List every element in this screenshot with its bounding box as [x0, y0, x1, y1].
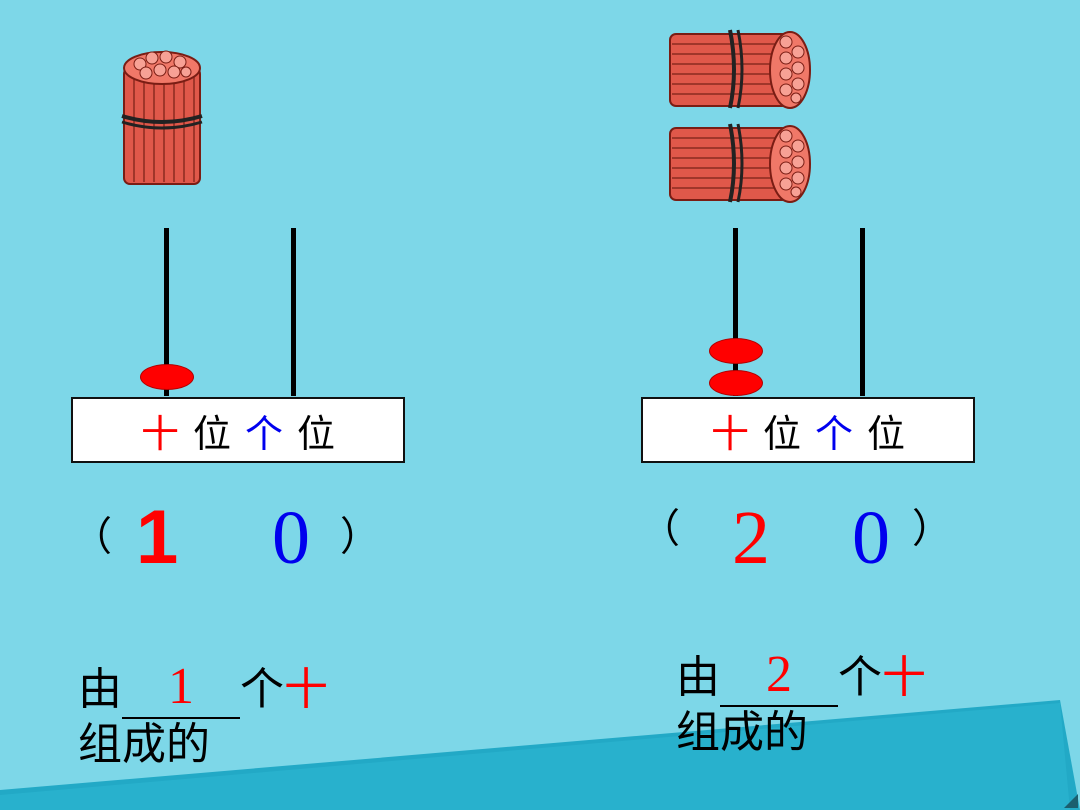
stick-bundle-icon: [121, 50, 203, 185]
sentence-ten: 十: [882, 652, 926, 703]
place-word: 位: [867, 411, 906, 456]
ones-word: 个: [245, 411, 284, 456]
tens-word: 十: [710, 411, 749, 456]
ones-rod: [860, 228, 865, 396]
place-word: 位: [297, 411, 336, 456]
open-paren: （: [640, 506, 680, 552]
place-word: 位: [762, 411, 801, 456]
sentence-unit: 个: [240, 664, 284, 715]
stick-bundle-icon: [669, 29, 811, 109]
sentence-prefix: 由: [78, 664, 122, 715]
place-value-label: 十 位 个 位: [641, 397, 975, 463]
tens-digit: 1: [136, 495, 179, 580]
stick-bundle-icon: [669, 123, 811, 203]
sentence-ten: 十: [284, 664, 328, 715]
close-paren: ）: [912, 506, 952, 552]
sentence-line2: 组成的: [676, 706, 808, 758]
tens-bead: [140, 364, 194, 390]
sentence-line2: 组成的: [78, 718, 210, 770]
answer-value: 1: [168, 658, 194, 716]
next-arrow-icon[interactable]: [1064, 794, 1078, 808]
sentence-unit: 个: [838, 652, 882, 703]
tens-word: 十: [140, 411, 179, 456]
tens-rod: [164, 228, 169, 396]
answer-blank: 2: [720, 646, 838, 707]
close-paren: ）: [340, 514, 380, 560]
ones-word: 个: [815, 411, 854, 456]
ones-digit: 0: [272, 496, 310, 580]
sentence-prefix: 由: [676, 652, 720, 703]
answer-value: 2: [766, 646, 792, 704]
tens-bead: [709, 338, 763, 364]
answer-blank: 1: [122, 658, 240, 719]
tens-bead: [709, 370, 763, 396]
ones-rod: [291, 228, 296, 396]
place-word: 位: [192, 411, 231, 456]
ones-digit: 0: [852, 496, 890, 580]
tens-rod: [733, 228, 738, 396]
open-paren: （: [72, 514, 112, 560]
tens-digit: 2: [732, 496, 770, 580]
place-value-label: 十 位 个 位: [71, 397, 405, 463]
